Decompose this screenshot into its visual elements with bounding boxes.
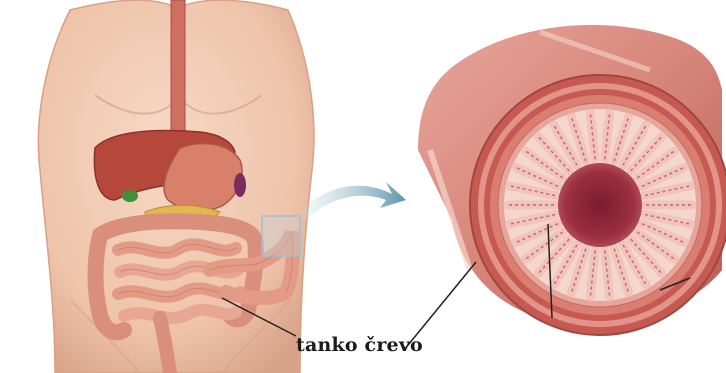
lumen — [558, 163, 642, 247]
gallbladder — [122, 190, 138, 202]
stomach — [164, 144, 242, 211]
small-intestine-label: tanko črevo — [296, 334, 423, 356]
zoom-arrow — [300, 182, 406, 220]
spleen — [234, 173, 246, 197]
esophagus — [171, 0, 185, 150]
highlight-box — [262, 216, 300, 256]
intestine-cross-section — [418, 25, 726, 335]
